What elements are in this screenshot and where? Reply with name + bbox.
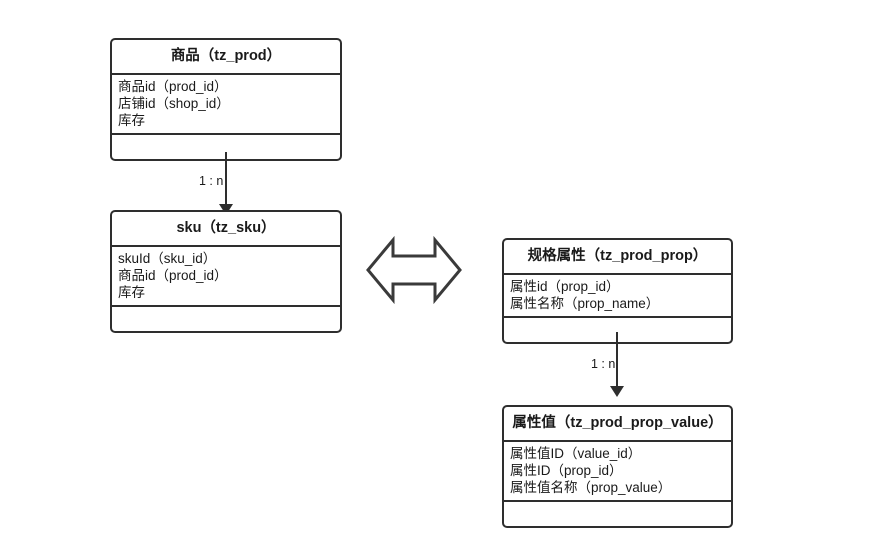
- entity-attributes-prop: 属性id（prop_id） 属性名称（prop_name）: [504, 275, 731, 318]
- entity-box-propvalue[interactable]: 属性值（tz_prod_prop_value） 属性值ID（value_id） …: [502, 405, 733, 528]
- arrowhead-icon: [219, 204, 233, 215]
- entity-attributes-sku: skuId（sku_id） 商品id（prod_id） 库存: [112, 247, 340, 307]
- entity-attributes-propvalue: 属性值ID（value_id） 属性ID（prop_id） 属性值名称（prop…: [504, 442, 731, 502]
- arrowhead-icon: [610, 386, 624, 397]
- entity-title-sku: sku（tz_sku）: [112, 212, 340, 247]
- attribute-row: 属性ID（prop_id）: [510, 462, 623, 478]
- connector-label-cardinality: 1 : n: [591, 357, 616, 371]
- attribute-row: 属性名称（prop_name）: [510, 295, 660, 311]
- connector-line: [225, 152, 227, 208]
- entity-box-prod[interactable]: 商品（tz_prod） 商品id（prod_id） 店铺id（shop_id） …: [110, 38, 342, 161]
- entity-attributes-prod: 商品id（prod_id） 店铺id（shop_id） 库存: [112, 75, 340, 135]
- attribute-row: 商品id（prod_id）: [118, 267, 228, 283]
- attribute-row: 属性id（prop_id）: [510, 278, 620, 294]
- entity-title-prop: 规格属性（tz_prod_prop）: [504, 240, 731, 275]
- connector-line: [616, 332, 618, 390]
- attribute-row: 库存: [118, 284, 145, 300]
- entity-footer-sku: [112, 307, 340, 331]
- attribute-row: 属性值名称（prop_value）: [510, 479, 672, 495]
- connector-label-cardinality: 1 : n: [199, 174, 224, 188]
- attribute-row: 库存: [118, 112, 145, 128]
- attribute-row: skuId（sku_id）: [118, 250, 217, 266]
- attribute-row: 店铺id（shop_id）: [118, 95, 230, 111]
- entity-box-sku[interactable]: sku（tz_sku） skuId（sku_id） 商品id（prod_id） …: [110, 210, 342, 333]
- entity-title-propvalue: 属性值（tz_prod_prop_value）: [504, 407, 731, 442]
- entity-box-prop[interactable]: 规格属性（tz_prod_prop） 属性id（prop_id） 属性名称（pr…: [502, 238, 733, 344]
- attribute-row: 属性值ID（value_id）: [510, 445, 642, 461]
- entity-footer-propvalue: [504, 502, 731, 526]
- attribute-row: 商品id（prod_id）: [118, 78, 228, 94]
- entity-title-prod: 商品（tz_prod）: [112, 40, 340, 75]
- double-headed-arrow-icon: [366, 234, 462, 306]
